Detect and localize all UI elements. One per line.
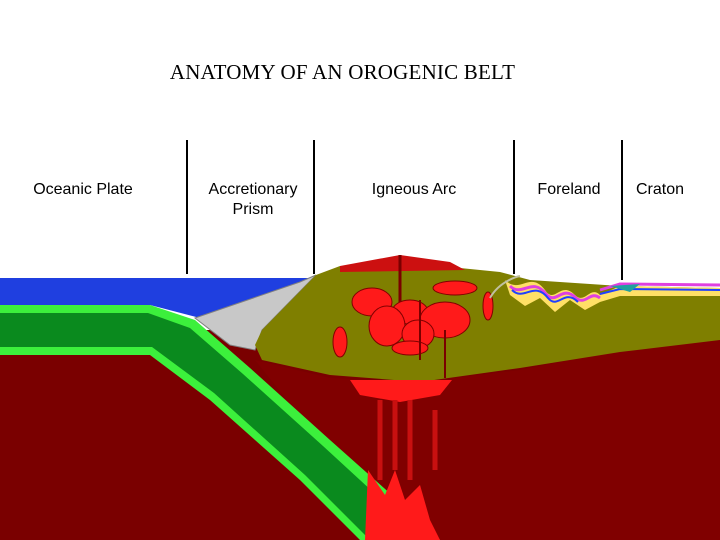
- craton-layer-teal: [610, 284, 640, 292]
- label-oceanic-plate: Oceanic Plate: [33, 181, 133, 198]
- label-accretionary-prism: Accretionary Prism: [192, 180, 314, 220]
- label-craton: Craton: [635, 181, 685, 198]
- dikes: [419, 300, 446, 378]
- magma-chamber: [350, 380, 452, 402]
- pluton-7: [332, 326, 348, 358]
- magma-feeders: [377, 400, 438, 480]
- fault-trace: [489, 275, 521, 299]
- pluton-8: [482, 291, 494, 321]
- label-foreland: Foreland: [537, 181, 601, 198]
- craton-layer-magenta: [599, 282, 720, 292]
- label-igneous-arc: Igneous Arc: [371, 181, 457, 198]
- fold-layer-magenta: [508, 284, 601, 302]
- divider-prism-arc: [313, 140, 315, 274]
- oceanic-crust: [0, 313, 425, 540]
- pluton-4: [368, 305, 406, 347]
- divider-arc-foreland: [513, 140, 515, 274]
- volcano-cap: [340, 255, 465, 272]
- label-accretionary-line1: Accretionary: [208, 181, 298, 198]
- fold-belt-sediments: [505, 280, 720, 312]
- label-accretionary-line2: Prism: [232, 201, 274, 218]
- divider-foreland-craton: [621, 140, 623, 280]
- divider-ocean-prism: [186, 140, 188, 274]
- pluton-9: [391, 340, 429, 356]
- pluton-2: [432, 280, 478, 296]
- diagram-title: ANATOMY OF AN OROGENIC BELT: [169, 60, 516, 84]
- melt-zone: [365, 470, 440, 540]
- fold-layer-blue: [511, 289, 579, 303]
